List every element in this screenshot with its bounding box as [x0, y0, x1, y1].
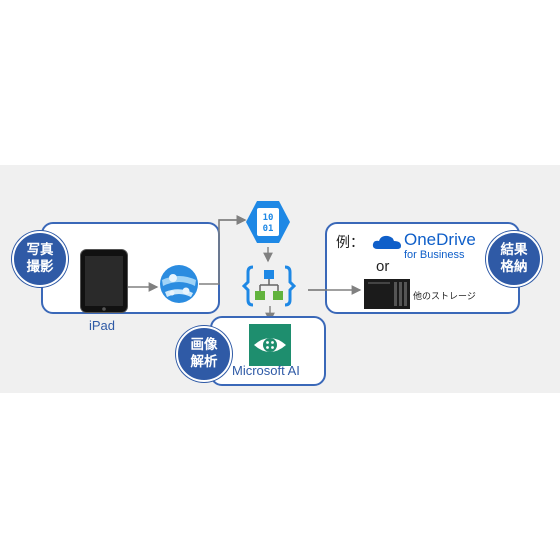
onedrive-cloud-icon	[372, 235, 401, 249]
tablet-icon	[80, 249, 128, 313]
ipad-label: iPad	[89, 318, 116, 333]
or-label: or	[376, 258, 390, 275]
onedrive-name: OneDrive	[404, 230, 476, 249]
example-label: 例：	[336, 235, 364, 251]
computer-vision-icon	[249, 324, 291, 366]
server-icon	[364, 279, 410, 309]
microsoft-ai-label: Microsoft AI	[232, 363, 300, 378]
other-storage-label: 他のストレージ	[413, 292, 476, 302]
capture-badge: 写真 撮影	[12, 231, 68, 287]
onedrive-sub: for Business	[404, 249, 465, 261]
svg-text:01: 01	[263, 224, 274, 234]
web-app-icon	[160, 265, 198, 303]
storage-badge: 結果 格納	[486, 231, 542, 287]
analysis-badge: 画像 解析	[176, 326, 232, 382]
svg-text:10: 10	[263, 213, 274, 223]
logic-app-icon	[241, 265, 297, 307]
blob-storage-icon: 10 01	[246, 201, 290, 243]
